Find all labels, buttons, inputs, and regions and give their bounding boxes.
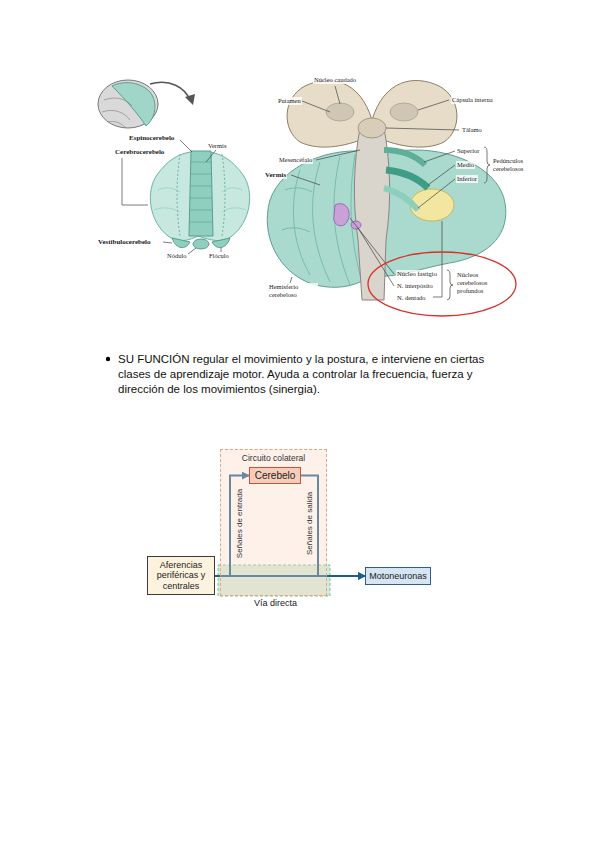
- part-label: Inferior: [456, 175, 478, 183]
- process-box: Cerebelo: [249, 467, 301, 484]
- part-label: Flóculo: [208, 252, 230, 260]
- label-wrap: SU FUNCIÓN regular el movimiento y la po…: [118, 352, 518, 397]
- part-label: Cápsula interna: [451, 96, 494, 104]
- curved-arrow: [150, 82, 190, 100]
- curved-arrow-head: [185, 94, 195, 105]
- part-label: Vermis: [264, 171, 287, 179]
- nuclei-bracket: [447, 270, 453, 300]
- region-title: Circuito colateral: [242, 453, 305, 463]
- inset-highlight: [112, 83, 155, 126]
- part-label: Hemisferio cerebeloso: [268, 283, 318, 299]
- region-label: Cerebrocerebelo: [114, 148, 165, 156]
- cerebellum-folia: [282, 154, 362, 285]
- part-label: Mesencéfalo: [278, 156, 313, 164]
- label-wrap: Putamen: [277, 97, 302, 105]
- vermis-band: [189, 151, 213, 236]
- peduncle-superior: [384, 150, 425, 165]
- label-wrap: N. dentado: [396, 294, 427, 302]
- hemisphere-folia: [154, 188, 246, 212]
- label-wrap: Medio: [456, 161, 475, 169]
- label-wrap: Nódulo: [166, 252, 188, 260]
- part-label: Núcleo caudado: [313, 76, 357, 84]
- fastigial-nucleus: [334, 204, 349, 226]
- part-label: Tálamo: [461, 126, 483, 134]
- part-label: Nódulo: [166, 252, 188, 260]
- label-wrap: Vermis: [264, 171, 287, 179]
- label-wrap: Vestibulocerebelo: [97, 238, 152, 246]
- peduncle-inferior: [384, 188, 418, 210]
- inset-outline: [98, 80, 158, 128]
- label-wrap: Núcleo fastigio: [396, 270, 438, 278]
- edge-label: Señales de entrada: [235, 489, 244, 558]
- bullet: [106, 357, 110, 361]
- label-wrap: Vermis: [207, 142, 227, 150]
- peduncle-bracket: [484, 147, 490, 183]
- inset-cerebellum: [98, 80, 158, 128]
- label-wrap: Hemisferio cerebeloso: [268, 283, 318, 301]
- edge-label: Señales de salida: [305, 492, 314, 555]
- label-wrap: Pedúnculos cerebelosos: [492, 157, 540, 175]
- box-label: Aferencias periféricas y centrales: [151, 560, 211, 591]
- body-text: SU FUNCIÓN regular el movimiento y la po…: [118, 352, 518, 397]
- part-label: Núcleo fastigio: [396, 270, 438, 278]
- interposed-nucleus: [351, 221, 361, 229]
- edge-label-wrap: Señales de entrada: [235, 489, 244, 558]
- basal-ganglia-left: [326, 103, 354, 121]
- part-label: N. dentado: [396, 294, 427, 302]
- group-label: Pedúnculos cerebelosos: [492, 157, 540, 173]
- label-wrap: Espinocerebelo: [128, 134, 175, 142]
- label-wrap: Cerebrocerebelo: [114, 148, 165, 156]
- box-label: Cerebelo: [255, 470, 296, 481]
- label-wrap: Núcleo caudado: [313, 76, 357, 84]
- label-wrap: Superior: [456, 147, 480, 155]
- inset-folia: [102, 98, 132, 128]
- part-label: Medio: [456, 161, 475, 169]
- box-label: Motoneuronas: [369, 571, 427, 581]
- label-wrap: Vía directa: [254, 598, 297, 608]
- thalamus: [358, 118, 386, 138]
- path-label: Vía directa: [254, 598, 297, 608]
- nodulus: [193, 239, 209, 249]
- label-wrap: Inferior: [456, 175, 478, 183]
- region-label: Vestibulocerebelo: [97, 238, 152, 246]
- basal-ganglia-right: [390, 103, 418, 121]
- region-label: Espinocerebelo: [128, 134, 175, 142]
- label-wrap: Tálamo: [461, 126, 483, 134]
- highlight-ellipse: [368, 252, 516, 316]
- label-wrap: Núcleos cerebelosos profundos: [456, 271, 498, 297]
- peduncle-middle: [386, 170, 428, 188]
- label-wrap: Cápsula interna: [451, 96, 494, 104]
- flattened-cerebellum: [150, 152, 249, 241]
- part-label: Vermis: [207, 142, 227, 150]
- group-label: Núcleos cerebelosos profundos: [456, 271, 498, 294]
- label-wrap: Flóculo: [208, 252, 230, 260]
- label-wrap: Mesencéfalo: [278, 156, 313, 164]
- part-label: Putamen: [277, 97, 302, 105]
- part-label: Superior: [456, 147, 480, 155]
- flocculus-left: [172, 238, 190, 248]
- leader-lines-left: [122, 140, 221, 254]
- flocculus-right: [212, 238, 230, 248]
- edge-label-wrap: Señales de salida: [305, 492, 314, 555]
- vermis-folia: [189, 162, 213, 222]
- input-box: Aferencias periféricas y centrales: [147, 556, 215, 595]
- part-label: N. interpósito: [396, 282, 434, 290]
- label-wrap: N. interpósito: [396, 282, 434, 290]
- leader-lines-right: [290, 86, 459, 297]
- output-box: Motoneuronas: [365, 567, 431, 585]
